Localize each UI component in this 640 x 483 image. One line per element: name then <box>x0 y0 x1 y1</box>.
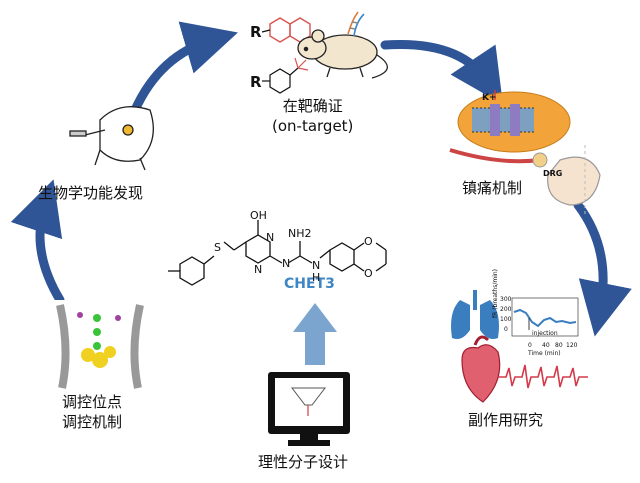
atom-o2: O <box>364 267 373 280</box>
analgesia-label: 镇痛机制 <box>462 179 523 197</box>
atom-nh2: NH2 <box>288 227 312 240</box>
arrow-left <box>10 179 65 305</box>
mechanism-label: 调控机制 <box>62 413 123 431</box>
graph-x-tick-80: 80 <box>555 342 563 349</box>
drg-label: DRG <box>543 169 563 178</box>
arrow-top-left <box>130 21 238 115</box>
side-effects-label: 副作用研究 <box>468 411 544 429</box>
atom-n-ring2: N <box>254 263 263 276</box>
graph-x-tick-0: 0 <box>528 342 532 349</box>
graph-x-tick-40: 40 <box>542 342 550 349</box>
graph-y-tick-100: 100 <box>500 316 512 323</box>
mouse-injection-icon <box>69 106 154 171</box>
on-target-title: 在靶确证 <box>282 97 343 115</box>
graph-x-tick-120: 120 <box>566 342 578 349</box>
tert-butylphenyl-icon <box>262 57 309 94</box>
graph-y-tick-300: 300 <box>500 296 512 303</box>
atom-n-guanidine: N <box>282 257 291 270</box>
atom-s: S <box>214 241 221 254</box>
dna-icon <box>347 11 365 37</box>
atom-nh: N <box>312 259 321 272</box>
atom-n-ring1: N <box>266 231 275 244</box>
site-label: 调控位点 <box>62 393 123 411</box>
heart-icon <box>461 335 501 403</box>
site-mechanism-label: 调控位点 调控机制 <box>62 392 122 432</box>
binding-site-icon <box>55 300 145 390</box>
graph-injection-label: injection <box>532 330 558 337</box>
arrow-right <box>573 200 632 337</box>
graph-x-label: Time (min) <box>528 350 561 357</box>
up-arrow <box>293 303 337 365</box>
k-ion-label: K+ <box>482 93 497 103</box>
graph-y-tick-200: 200 <box>500 306 512 313</box>
graph-y-tick-0: 0 <box>504 326 508 333</box>
cycle-arrows <box>10 21 632 337</box>
naphthalene-icon <box>269 17 311 43</box>
on-target-label: 在靶确证 (on-target) <box>272 96 353 136</box>
membrane-cell-icon <box>457 90 571 153</box>
ecg-trace <box>498 364 588 389</box>
lungs-icon <box>451 290 499 339</box>
r-group-1: R <box>250 23 262 41</box>
drg-nerve-icon <box>449 145 601 215</box>
chet3-structure <box>168 220 387 286</box>
arrow-top-right <box>380 39 503 105</box>
on-target-subtitle: (on-target) <box>272 117 354 135</box>
atom-oh: OH <box>250 209 267 222</box>
chet3-name: CHET3 <box>284 276 335 292</box>
mouse-top-icon <box>297 29 388 79</box>
r-group-2: R <box>250 73 262 91</box>
design-label: 理性分子设计 <box>258 453 349 471</box>
computer-monitor-icon <box>268 372 350 446</box>
bio-discovery-label: 生物学功能发现 <box>38 184 144 202</box>
respiration-graph <box>511 297 579 337</box>
atom-o1: O <box>364 235 373 248</box>
atom-h: H <box>312 271 321 284</box>
